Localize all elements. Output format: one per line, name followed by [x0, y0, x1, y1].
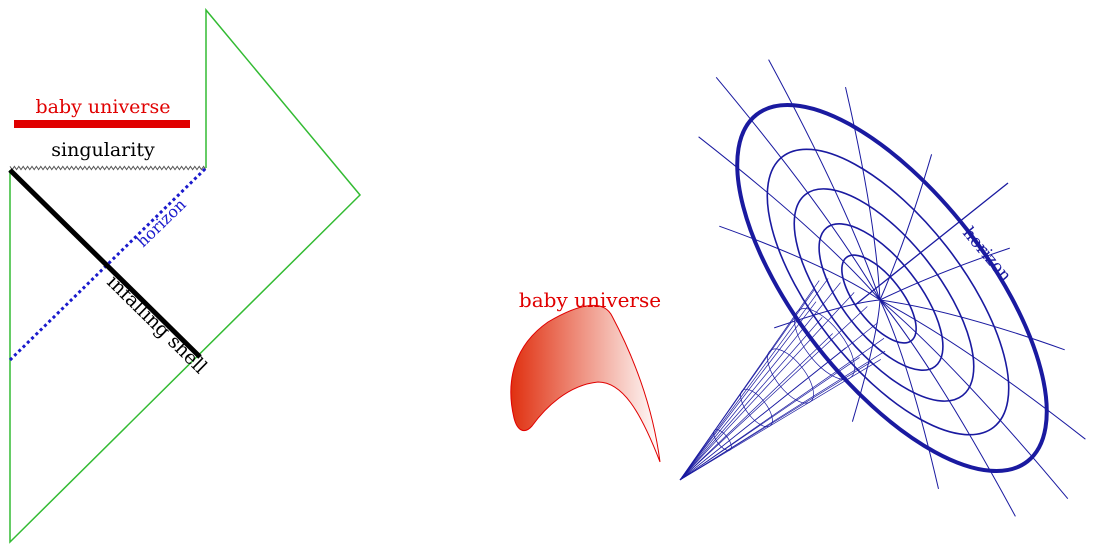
- funnel-line: [679, 278, 829, 481]
- funnel-line: [679, 317, 823, 481]
- wormhole-radial-line: [879, 299, 939, 490]
- wormhole-radial-line: [879, 299, 1086, 440]
- funnel-line: [679, 306, 868, 481]
- penrose-diagram: baby universe singularity horizon infall…: [8, 7, 362, 544]
- wormhole-radial-line: [851, 299, 881, 422]
- wormhole-radial-line: [845, 86, 881, 301]
- funnel-ring: [740, 388, 773, 428]
- wormhole-radial-line: [879, 299, 1016, 517]
- funnel-line: [679, 292, 855, 481]
- funnel-line: [679, 333, 833, 481]
- wormhole-mesh: [679, 59, 1086, 517]
- funnel-line: [679, 282, 841, 481]
- wormhole-ring: [818, 223, 944, 371]
- funnel-ring: [713, 429, 732, 451]
- funnel-line: [679, 347, 847, 481]
- infalling-shell-label: infalling shell: [102, 271, 211, 378]
- baby-universe-bar: [14, 120, 190, 128]
- wormhole-radial-line: [879, 247, 1010, 301]
- horizon-label-right: horizon: [958, 223, 1015, 286]
- funnel-line: [679, 301, 817, 481]
- wormhole-radial-line: [879, 154, 933, 301]
- wormhole-radial-line: [719, 225, 881, 301]
- wormhole-radial-line: [715, 76, 881, 301]
- wormhole-diagram: baby universe horizon: [510, 59, 1086, 517]
- wormhole-radial-line: [879, 299, 1069, 500]
- singularity-label: singularity: [51, 139, 155, 161]
- baby-universe-label-left: baby universe: [35, 96, 170, 118]
- singularity-line: [9, 165, 207, 171]
- funnel-ring: [767, 348, 814, 404]
- wormhole-radial-line: [879, 299, 1065, 351]
- baby-universe-blob: [510, 304, 661, 463]
- wormhole-ring: [793, 188, 975, 402]
- horizon-line: [8, 166, 208, 362]
- wormhole-ring: [841, 254, 917, 344]
- horizon-line-right: [854, 182, 1009, 306]
- funnel-line: [679, 357, 860, 481]
- wormhole-radial-line: [698, 136, 881, 301]
- wormhole-mouth-ellipse: [735, 103, 1049, 473]
- infalling-shell-line: [8, 168, 202, 359]
- wormhole-radial-line: [768, 59, 881, 301]
- funnel-line: [679, 361, 872, 481]
- horizon-label-left: horizon: [133, 195, 190, 251]
- wormhole-ring: [766, 148, 1010, 436]
- baby-universe-label-right: baby universe: [519, 288, 661, 312]
- funnel-ring: [794, 308, 855, 380]
- spacetime-boundary: [9, 7, 362, 544]
